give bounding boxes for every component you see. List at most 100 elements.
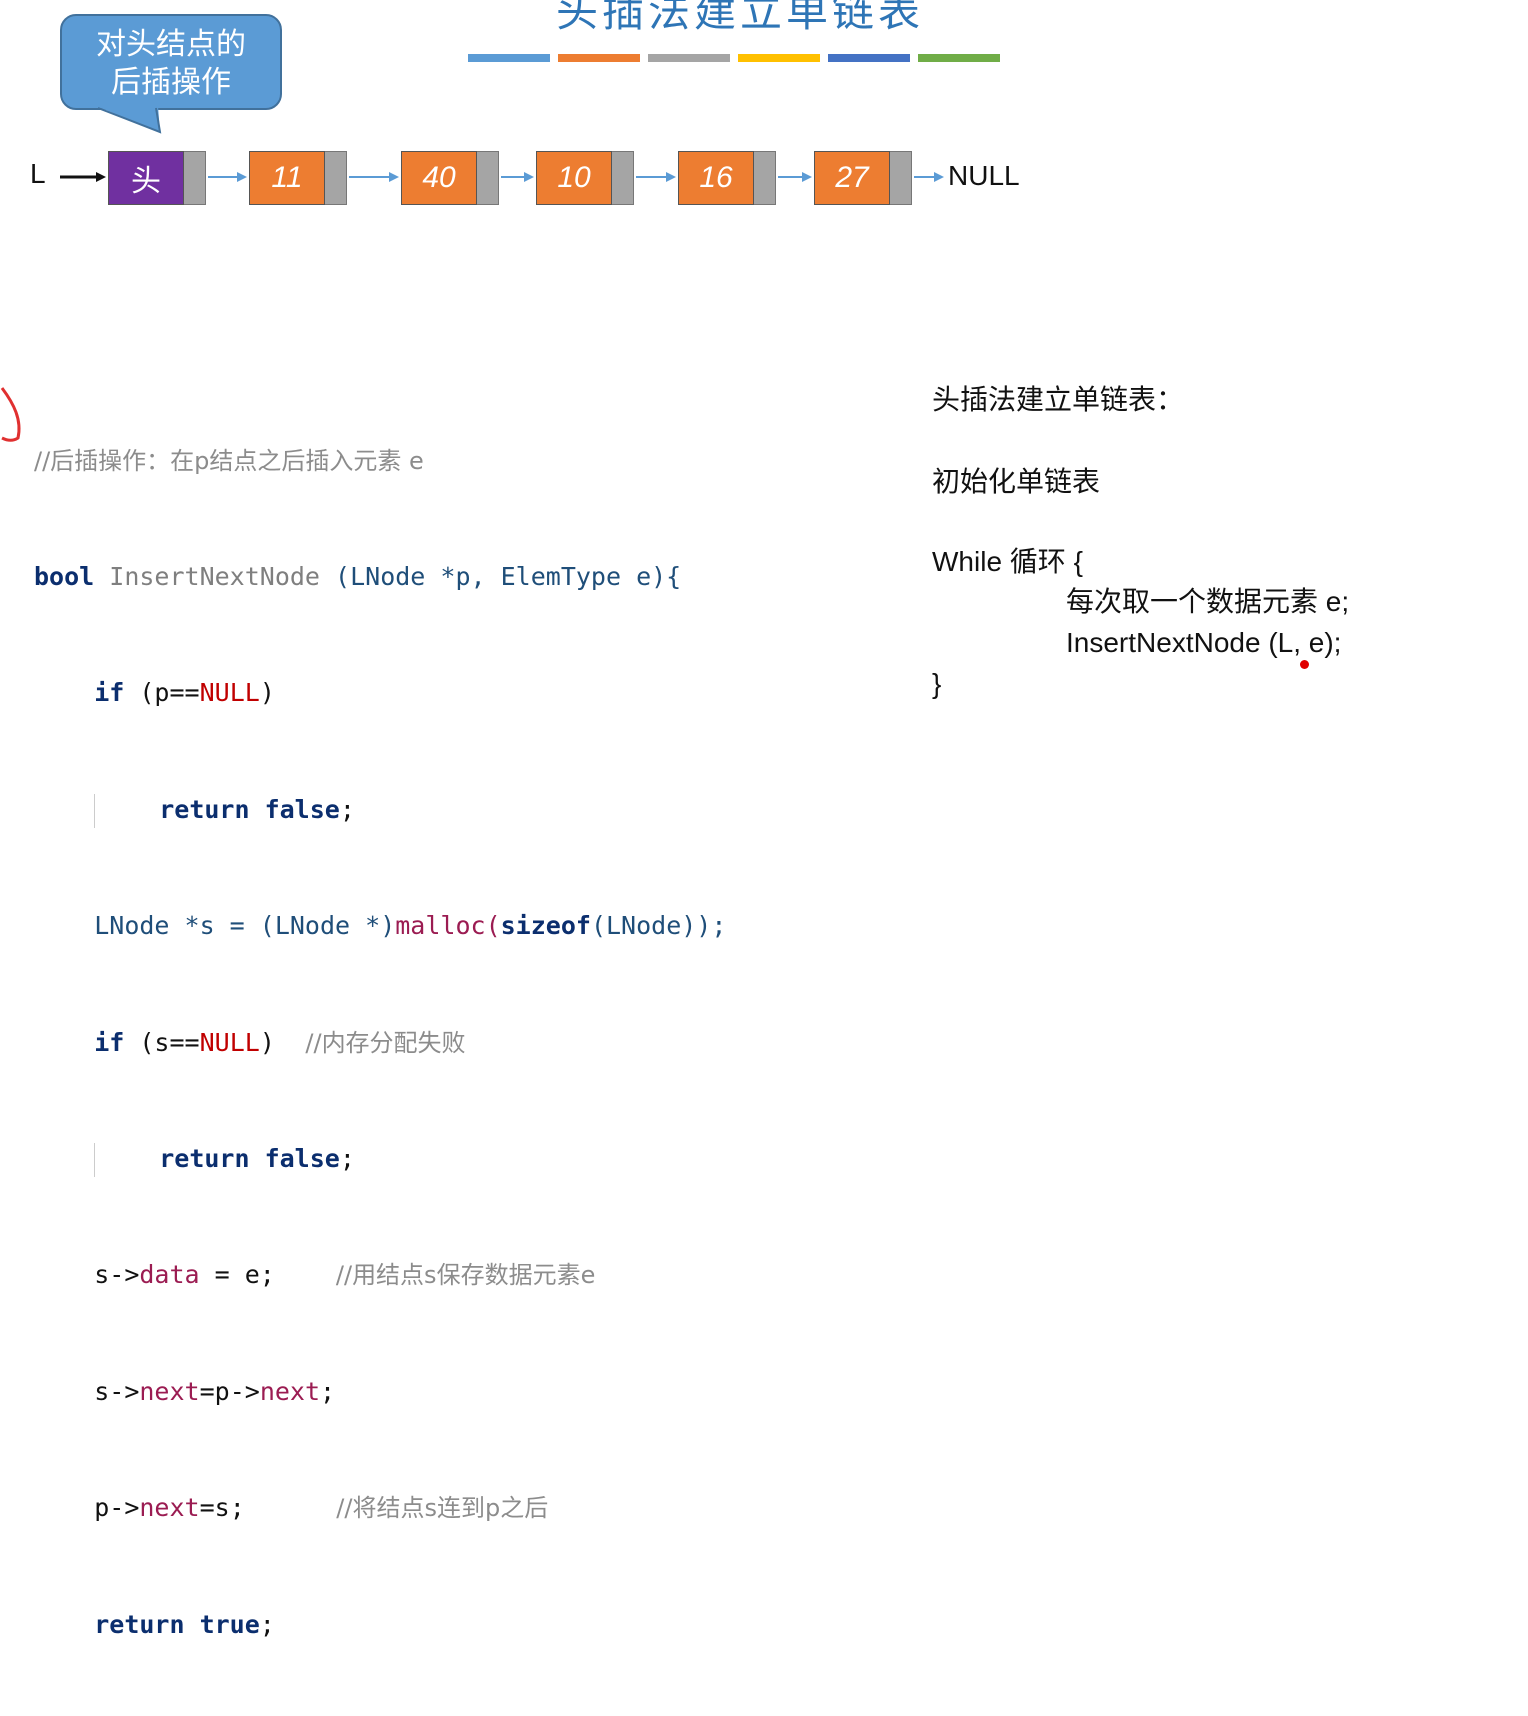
null-arrow bbox=[914, 172, 944, 182]
list-node: 40 bbox=[401, 151, 499, 205]
code-keyword: return bbox=[159, 1143, 250, 1173]
code-text: LNode *s = (LNode *) bbox=[94, 911, 396, 941]
outline-init: 初始化单链表 bbox=[932, 466, 1101, 497]
annotation-pen-dot bbox=[1300, 660, 1309, 669]
outline-while: While 循环 { bbox=[932, 546, 1083, 577]
code-line-return-false-2: return false; bbox=[34, 1140, 726, 1179]
code-text: =s; bbox=[199, 1493, 245, 1523]
code-null: NULL bbox=[199, 1027, 260, 1057]
code-line-if-s: if (s==NULL) //内存分配失败 bbox=[34, 1024, 726, 1063]
next-arrow bbox=[349, 172, 399, 182]
next-arrow bbox=[636, 172, 676, 182]
node-value: 40 bbox=[401, 151, 477, 205]
callout-line-2: 后插操作 bbox=[111, 65, 231, 100]
code-malloc: malloc bbox=[395, 911, 486, 941]
next-arrow bbox=[501, 172, 534, 182]
code-text: ; bbox=[259, 1609, 275, 1639]
indent-guide bbox=[94, 793, 159, 828]
code-line-comment-header: //后插操作：在p结点之后插入元素 e bbox=[34, 442, 726, 481]
code-keyword: if bbox=[94, 1027, 125, 1057]
node-value: 11 bbox=[249, 151, 325, 205]
code-keyword: false bbox=[249, 794, 340, 824]
slide-title: 头插法建立单链表 bbox=[555, 0, 924, 36]
list-node: 11 bbox=[249, 151, 347, 205]
next-arrow bbox=[208, 172, 247, 182]
color-bar bbox=[648, 54, 730, 62]
code-text: (s== bbox=[124, 1027, 200, 1057]
code-text: =p-> bbox=[199, 1376, 260, 1406]
title-color-bars bbox=[468, 54, 1000, 62]
code-text: ; bbox=[320, 1376, 336, 1406]
outline-close-brace: } bbox=[932, 668, 942, 699]
callout-tail bbox=[96, 106, 162, 134]
code-text: ) bbox=[259, 1027, 275, 1057]
color-bar bbox=[558, 54, 640, 62]
code-comment: //用结点s保存数据元素e bbox=[274, 1261, 596, 1290]
code-keyword: true bbox=[184, 1609, 260, 1639]
node-pointer-field bbox=[754, 151, 776, 205]
code-keyword: return bbox=[94, 1609, 185, 1639]
code-keyword: sizeof bbox=[500, 911, 591, 941]
code-text: ; bbox=[339, 1143, 355, 1173]
node-pointer-field bbox=[184, 151, 206, 205]
linked-list-arrows bbox=[60, 172, 944, 182]
callout-bubble: 对头结点的 后插操作 bbox=[60, 14, 282, 110]
list-pointer-arrow bbox=[60, 172, 106, 182]
code-line-return-false-1: return false; bbox=[34, 791, 726, 830]
color-bar bbox=[828, 54, 910, 62]
code-null: NULL bbox=[199, 678, 260, 708]
node-value: 16 bbox=[678, 151, 754, 205]
list-pointer-label: L bbox=[30, 158, 46, 189]
code-keyword: return bbox=[159, 794, 250, 824]
color-bar bbox=[738, 54, 820, 62]
code-field: next bbox=[139, 1493, 200, 1523]
head-node-label: 头 bbox=[108, 151, 184, 205]
annotation-pen-mark bbox=[0, 387, 21, 442]
list-node: 16 bbox=[678, 151, 776, 205]
callout-line-1: 对头结点的 bbox=[96, 27, 246, 62]
node-value: 10 bbox=[536, 151, 612, 205]
color-bar bbox=[918, 54, 1000, 62]
code-comment: //将结点s连到p之后 bbox=[244, 1494, 549, 1523]
code-text: (LNode *p, ElemType e){ bbox=[320, 561, 682, 591]
outline-step-insert: InsertNextNode (L, e); bbox=[1066, 627, 1342, 658]
code-keyword: if bbox=[94, 678, 125, 708]
code-field: data bbox=[139, 1260, 200, 1290]
code-function-name: InsertNextNode bbox=[94, 561, 320, 591]
node-pointer-field bbox=[325, 151, 347, 205]
code-text: (LNode)); bbox=[590, 911, 727, 941]
code-text: (p== bbox=[124, 678, 200, 708]
node-pointer-field bbox=[477, 151, 499, 205]
code-keyword: false bbox=[249, 1143, 340, 1173]
outline-heading: 头插法建立单链表： bbox=[932, 384, 1185, 415]
outline-step-get-element: 每次取一个数据元素 e; bbox=[1066, 586, 1350, 617]
code-line-if-p: if (p==NULL) bbox=[34, 674, 726, 713]
list-node: 10 bbox=[536, 151, 634, 205]
color-bar bbox=[468, 54, 550, 62]
code-line-assign-data: s->data = e; //用结点s保存数据元素e bbox=[34, 1256, 726, 1295]
null-terminator: NULL bbox=[948, 160, 1020, 191]
indent-guide bbox=[94, 1142, 159, 1177]
code-text: p-> bbox=[94, 1493, 140, 1523]
code-line-return-true: return true; bbox=[34, 1606, 726, 1645]
code-text: s-> bbox=[94, 1376, 140, 1406]
code-comment: //后插操作：在p结点之后插入元素 e bbox=[34, 446, 424, 475]
code-text: ) bbox=[259, 678, 275, 708]
code-text: = e; bbox=[199, 1260, 275, 1290]
code-keyword: bool bbox=[34, 561, 95, 591]
code-field: next bbox=[139, 1376, 200, 1406]
code-comment: //内存分配失败 bbox=[274, 1028, 466, 1057]
node-value: 27 bbox=[814, 151, 890, 205]
code-line-signature: bool InsertNextNode (LNode *p, ElemType … bbox=[34, 558, 726, 597]
code-line-link: p->next=s; //将结点s连到p之后 bbox=[34, 1489, 726, 1528]
node-pointer-field bbox=[890, 151, 912, 205]
code-text: ; bbox=[339, 794, 355, 824]
code-line-assign-next: s->next=p->next; bbox=[34, 1373, 726, 1412]
code-listing: //后插操作：在p结点之后插入元素 e bool InsertNextNode … bbox=[34, 364, 726, 1716]
node-pointer-field bbox=[612, 151, 634, 205]
code-text: ( bbox=[485, 911, 501, 941]
next-arrow bbox=[778, 172, 812, 182]
head-node: 头 bbox=[108, 151, 206, 205]
list-node: 27 bbox=[814, 151, 912, 205]
code-field: next bbox=[259, 1376, 321, 1406]
